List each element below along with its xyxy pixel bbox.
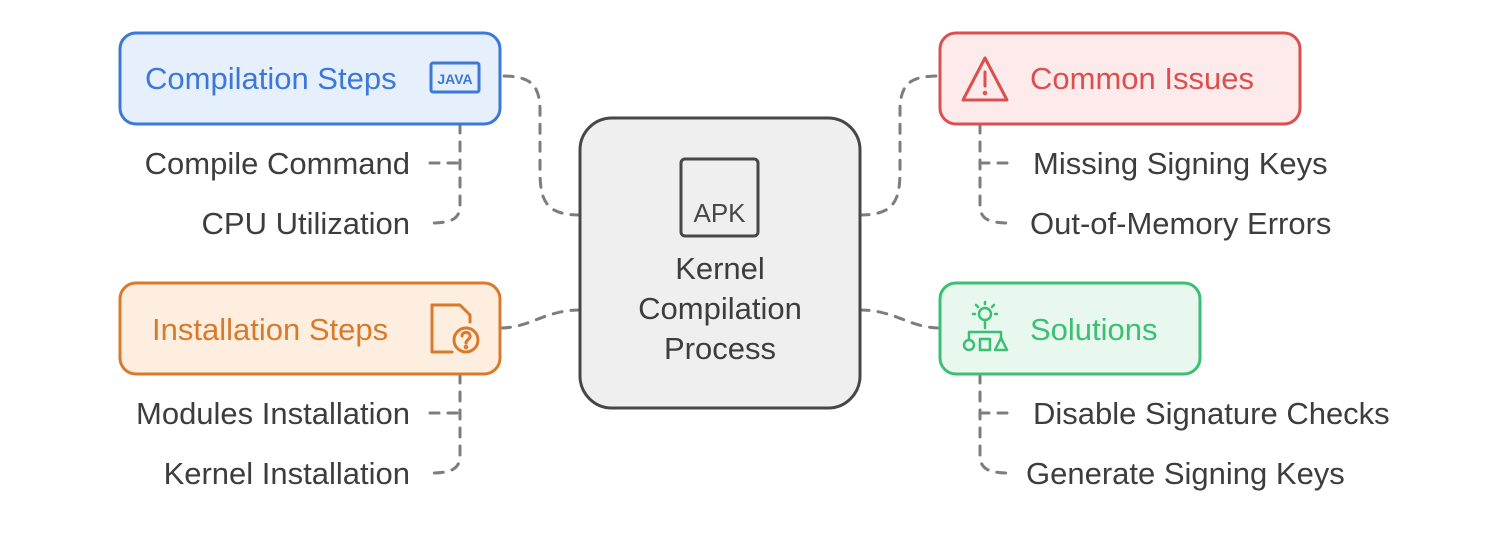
connectors	[428, 74, 1012, 475]
connector-issues-items	[978, 122, 1012, 225]
center-title-line-1: Kernel	[675, 251, 765, 286]
center-title-line-3: Process	[664, 331, 776, 366]
connector-solutions-items	[978, 372, 1012, 475]
connector-compilation-items	[428, 122, 462, 225]
center-node-box	[578, 116, 862, 410]
leaf-missing-signing-keys: Missing Signing Keys	[1033, 146, 1328, 181]
installation-steps-box	[118, 281, 502, 376]
apk-icon-text: APK	[693, 198, 746, 228]
file-question-icon	[430, 303, 480, 354]
center-title-line-2: Compilation	[638, 291, 802, 326]
java-icon-text: JAVA	[437, 71, 472, 87]
solutions-node: Solutions	[938, 281, 1202, 376]
compilation-steps-box	[118, 31, 502, 126]
common-issues-label: Common Issues	[1030, 61, 1254, 96]
solutions-label: Solutions	[1030, 312, 1158, 347]
common-issues-node: Common Issues	[938, 31, 1302, 126]
leaf-kernel-installation: Kernel Installation	[164, 456, 410, 491]
installation-steps-label: Installation Steps	[152, 312, 388, 347]
compilation-steps-label: Compilation Steps	[145, 61, 397, 96]
leaf-compile-command: Compile Command	[145, 146, 410, 181]
idea-shapes-icon	[962, 300, 1009, 352]
apk-file-icon: APK	[679, 157, 760, 238]
leaf-cpu-utilization: CPU Utilization	[202, 206, 410, 241]
leaf-disable-signature-checks: Disable Signature Checks	[1033, 396, 1390, 431]
center-node: APK Kernel Compilation Process	[578, 116, 862, 410]
warning-icon	[961, 56, 1009, 102]
connector-center-solutions	[858, 308, 942, 330]
common-issues-box	[938, 31, 1302, 126]
leaf-generate-signing-keys: Generate Signing Keys	[1026, 456, 1345, 491]
leaf-out-of-memory-errors: Out-of-Memory Errors	[1030, 206, 1331, 241]
connector-installation-items	[428, 372, 462, 475]
leaf-modules-installation: Modules Installation	[136, 396, 410, 431]
connector-center-installation-steps	[498, 308, 582, 330]
java-icon: JAVA	[429, 61, 481, 94]
installation-steps-node: Installation Steps	[118, 281, 502, 376]
compilation-steps-node: Compilation Steps JAVA	[118, 31, 502, 126]
connector-center-compilation-steps	[498, 74, 582, 217]
connector-center-common-issues	[858, 74, 942, 217]
